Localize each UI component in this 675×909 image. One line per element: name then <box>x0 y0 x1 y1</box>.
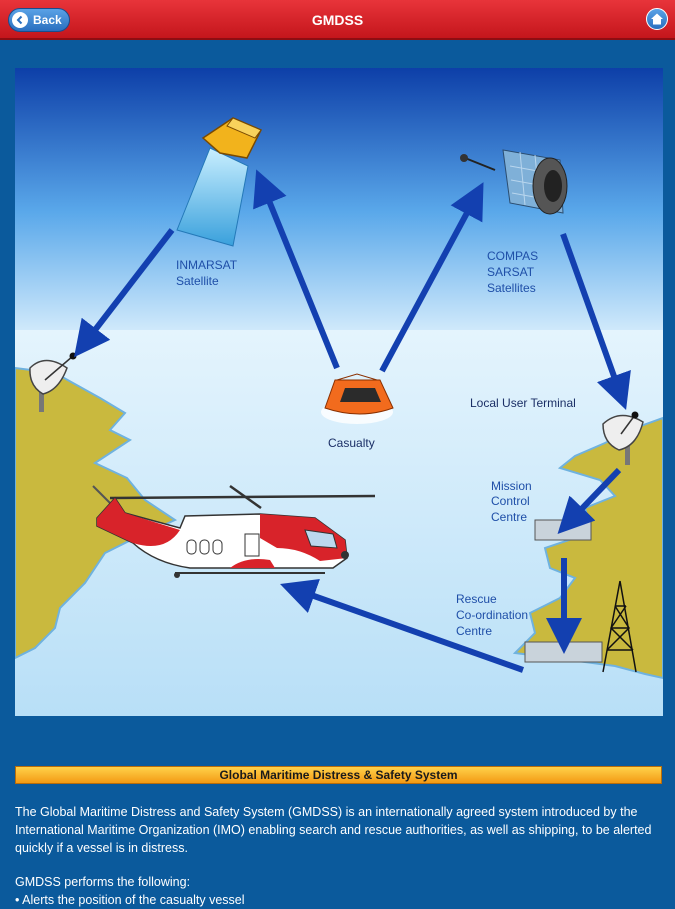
life-raft-icon <box>321 373 394 424</box>
sky <box>15 68 663 330</box>
body-text: The Global Maritime Distress and Safety … <box>15 803 663 909</box>
arrow-casualty-to-inmarsat <box>253 169 340 370</box>
arrow-casualty-to-sarsat <box>379 182 484 373</box>
arrow-inmarsat-to-dish <box>74 228 175 358</box>
page-title: GMDSS <box>311 12 364 28</box>
home-button[interactable] <box>646 8 668 30</box>
casualty-label: Casualty <box>328 436 375 450</box>
arrow-sarsat-to-lut <box>560 232 631 410</box>
back-button[interactable]: Back <box>8 8 70 32</box>
compas-label-line1: COMPAS <box>487 249 538 263</box>
back-arrow-icon <box>12 12 28 28</box>
helicopter-icon <box>92 484 376 578</box>
rescue-coordination-centre-building <box>524 641 603 663</box>
functions-heading: GMDSS performs the following: <box>15 875 191 889</box>
mission-control-centre-building <box>534 519 592 541</box>
rcc-label-line3: Centre <box>456 624 492 638</box>
home-icon <box>651 13 663 25</box>
inmarsat-satellite-icon <box>176 117 263 247</box>
compas-label-line3: Satellites <box>487 281 536 295</box>
mcc-label-line1: Mission <box>491 479 532 493</box>
mcc-label-line2: Control <box>491 494 530 508</box>
lut-label: Local User Terminal <box>470 396 576 410</box>
rcc-label-line1: Rescue <box>456 592 497 606</box>
mcc-label-line3: Centre <box>491 510 527 524</box>
signal-arrows <box>74 169 631 673</box>
inmarsat-label-line1: INMARSAT <box>176 258 238 272</box>
arrow-lut-to-mcc <box>557 467 622 534</box>
function-bullet: • Alerts the position of the casualty ve… <box>15 893 245 907</box>
compas-label-line2: SARSAT <box>487 265 535 279</box>
radio-mast-icon <box>602 580 637 673</box>
lut-dish-antenna-icon <box>602 411 644 465</box>
section-banner: Global Maritime Distress & Safety System <box>15 766 662 784</box>
top-bar: Back GMDSS <box>0 0 675 40</box>
left-coastline <box>15 366 178 660</box>
arrow-rcc-to-helicopter <box>280 579 525 673</box>
inmarsat-label-line2: Satellite <box>176 274 219 288</box>
compas-sarsat-satellite-icon <box>460 149 568 215</box>
back-button-label: Back <box>33 13 62 27</box>
rcc-label-line2: Co-ordination <box>456 608 528 622</box>
intro-paragraph: The Global Maritime Distress and Safety … <box>15 805 652 855</box>
gmdss-diagram: INMARSAT Satellite COMPAS SARSAT Satelli… <box>15 68 663 716</box>
